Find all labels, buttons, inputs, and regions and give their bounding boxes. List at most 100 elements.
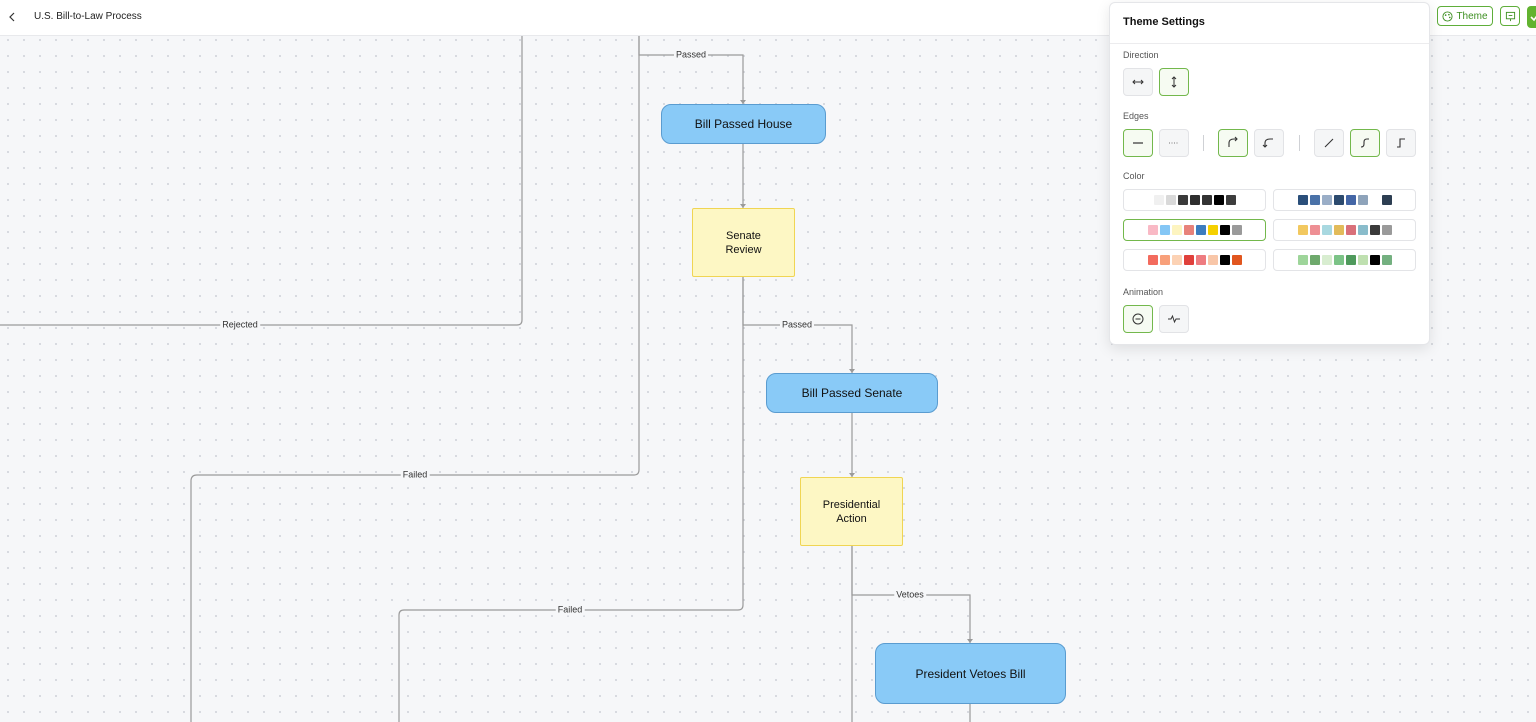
color-swatch	[1321, 255, 1332, 265]
node-presidential-action[interactable]: Presidential Action	[800, 477, 903, 546]
color-swatch	[1159, 255, 1170, 265]
color-swatch	[1207, 225, 1218, 235]
separator	[1203, 135, 1204, 151]
direction-vertical-button[interactable]	[1159, 68, 1189, 96]
color-swatch	[1345, 195, 1356, 205]
no-animation-icon	[1132, 313, 1144, 325]
curved-arrow-right-icon	[1228, 136, 1238, 147]
theme-button-label: Theme	[1456, 10, 1488, 22]
straight-diagonal-icon	[1324, 138, 1334, 148]
horizontal-arrows-icon	[1132, 79, 1144, 85]
present-button[interactable]	[1500, 6, 1520, 26]
sharp-step-icon	[1397, 138, 1405, 148]
edge-arrowhead	[849, 369, 855, 373]
color-swatch	[1333, 225, 1344, 235]
color-swatch	[1321, 225, 1332, 235]
color-swatch	[1153, 195, 1164, 205]
color-swatch	[1309, 225, 1320, 235]
panel-title: Theme Settings	[1123, 16, 1205, 28]
smooth-step-icon	[1360, 138, 1369, 148]
vertical-arrows-icon	[1171, 76, 1177, 88]
color-swatch	[1219, 255, 1230, 265]
color-swatch	[1183, 225, 1194, 235]
presentation-icon	[1505, 11, 1515, 21]
node-bill-passed-house[interactable]: Bill Passed House	[661, 104, 826, 144]
color-swatch	[1165, 195, 1176, 205]
color-label: Color	[1123, 171, 1145, 181]
color-palette-option[interactable]	[1123, 219, 1266, 241]
check-icon	[1530, 15, 1536, 22]
edge-solid-button[interactable]	[1123, 129, 1153, 157]
direction-horizontal-button[interactable]	[1123, 68, 1153, 96]
edge-label-passed: Passed	[779, 319, 815, 331]
color-swatch	[1147, 255, 1158, 265]
color-swatch	[1321, 195, 1332, 205]
color-swatch	[1231, 255, 1242, 265]
color-swatch	[1147, 225, 1158, 235]
back-button[interactable]	[4, 9, 20, 25]
color-swatch	[1297, 255, 1308, 265]
node-label: Bill Passed House	[694, 117, 793, 131]
edge-label-vetoes: Vetoes	[894, 589, 926, 601]
color-swatch	[1369, 195, 1380, 205]
animation-label: Animation	[1123, 287, 1164, 297]
node-label: Bill Passed Senate	[801, 386, 903, 400]
color-swatch	[1357, 255, 1368, 265]
animation-none-button[interactable]	[1123, 305, 1153, 333]
color-swatch	[1333, 255, 1344, 265]
color-swatch	[1345, 225, 1356, 235]
color-swatch	[1309, 195, 1320, 205]
edge-arrowhead	[740, 204, 746, 208]
node-senate-review[interactable]: Senate Review	[692, 208, 795, 277]
node-label: Presidential Action	[822, 498, 881, 525]
node-bill-passed-senate[interactable]: Bill Passed Senate	[766, 373, 938, 413]
document-title: U.S. Bill-to-Law Process	[34, 11, 142, 22]
edge-label-rejected: Rejected	[220, 319, 260, 331]
color-swatch	[1381, 225, 1392, 235]
color-swatch	[1309, 255, 1320, 265]
edge-line	[0, 36, 523, 326]
edge-sharp-step-button[interactable]	[1386, 129, 1416, 157]
color-swatch	[1177, 195, 1188, 205]
color-swatch	[1369, 225, 1380, 235]
color-swatch	[1219, 225, 1230, 235]
color-palette-option[interactable]	[1273, 249, 1416, 271]
share-button[interactable]	[1527, 6, 1536, 28]
separator	[1299, 135, 1300, 151]
edge-line	[190, 36, 640, 722]
edge-arrowhead	[740, 100, 746, 104]
chevron-left-icon	[9, 12, 15, 22]
edge-smooth-step-button[interactable]	[1350, 129, 1380, 157]
color-swatch	[1357, 225, 1368, 235]
solid-line-icon	[1133, 142, 1143, 144]
color-palette-option[interactable]	[1123, 189, 1266, 211]
color-swatch	[1189, 195, 1200, 205]
edge-line	[638, 36, 744, 104]
dotted-line-icon	[1169, 142, 1179, 144]
node-president-vetoes-bill[interactable]: President Vetoes Bill	[875, 643, 1066, 704]
color-palette-option[interactable]	[1273, 219, 1416, 241]
edge-line	[398, 277, 744, 722]
palette-icon	[1442, 10, 1453, 22]
color-swatch	[1201, 195, 1212, 205]
edge-label-failed: Failed	[555, 604, 585, 616]
color-swatch	[1195, 225, 1206, 235]
node-label: President Vetoes Bill	[915, 666, 1026, 681]
color-swatch	[1225, 195, 1236, 205]
color-swatch	[1171, 225, 1182, 235]
color-palette-option[interactable]	[1123, 249, 1266, 271]
edge-arrow-right-button[interactable]	[1218, 129, 1248, 157]
color-swatch	[1357, 195, 1368, 205]
animation-pulse-button[interactable]	[1159, 305, 1189, 333]
curved-arrow-left-icon	[1262, 138, 1273, 148]
edge-arrow-left-button[interactable]	[1254, 129, 1284, 157]
color-swatch	[1381, 195, 1392, 205]
color-swatch	[1345, 255, 1356, 265]
pulse-animation-icon	[1168, 314, 1180, 324]
color-swatch	[1297, 195, 1308, 205]
color-palette-option[interactable]	[1273, 189, 1416, 211]
edge-straight-button[interactable]	[1314, 129, 1344, 157]
theme-button[interactable]: Theme	[1437, 6, 1493, 26]
color-swatch	[1207, 255, 1218, 265]
edge-dotted-button[interactable]	[1159, 129, 1189, 157]
